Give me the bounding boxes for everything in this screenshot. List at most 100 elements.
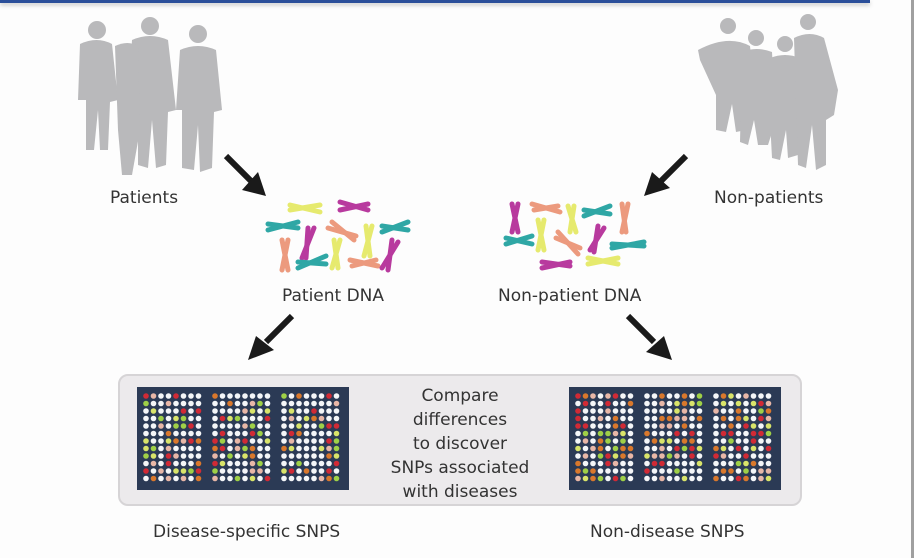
snp-dot: [582, 460, 589, 467]
snp-dot: [713, 445, 719, 452]
snp-dot: [750, 445, 757, 452]
snp-dot: [644, 445, 650, 452]
non-patients-label: Non-patients: [714, 188, 824, 208]
snp-dot: [333, 408, 340, 414]
snp-dot: [651, 468, 658, 474]
snp-dot: [257, 460, 263, 467]
right-edge-scrollbar[interactable]: [911, 0, 914, 558]
snp-dot: [326, 393, 332, 399]
snp-dot: [713, 438, 719, 444]
snp-dot: [158, 453, 164, 459]
snp-dot: [743, 408, 749, 414]
snp-dot: [743, 438, 749, 444]
snp-dot: [296, 430, 302, 437]
snp-dot: [318, 415, 325, 422]
snp-dot: [659, 430, 665, 437]
snp-dot: [227, 430, 233, 437]
snp-dot: [659, 475, 665, 482]
snp-dot: [242, 423, 248, 429]
snp-dot: [612, 460, 619, 467]
snp-dot: [143, 475, 149, 482]
snp-dot: [219, 415, 226, 422]
snp-dot: [651, 430, 658, 437]
snp-dot: [582, 438, 589, 444]
snp-dot: [150, 460, 157, 467]
snp-dot: [674, 445, 680, 452]
snp-dot: [281, 400, 287, 407]
snp-dot: [681, 438, 688, 444]
snp-dot: [296, 453, 302, 459]
snp-dot: [620, 423, 626, 429]
snp-dot: [303, 393, 310, 399]
snp-dot: [318, 475, 325, 482]
snp-dot: [750, 408, 757, 414]
snp-dot: [173, 468, 179, 474]
snp-dot: [143, 400, 149, 407]
snp-dot: [620, 393, 626, 399]
snp-dot: [165, 430, 172, 437]
snp-dot: [234, 408, 241, 414]
snp-dot: [575, 393, 581, 399]
snp-dot: [303, 475, 310, 482]
snp-dot: [765, 415, 772, 422]
snp-dot: [158, 445, 164, 452]
snp-dot: [180, 453, 187, 459]
snp-dot: [605, 460, 611, 467]
snp-dot: [158, 460, 164, 467]
snp-dot: [612, 393, 619, 399]
snp-dot: [758, 393, 764, 399]
snp-dot: [242, 460, 248, 467]
snp-dot: [582, 453, 589, 459]
snp-dot: [713, 475, 719, 482]
snp-dot: [674, 438, 680, 444]
snp-dot: [728, 475, 734, 482]
snp-dot: [612, 423, 619, 429]
snp-dot: [575, 400, 581, 407]
snp-dot: [303, 400, 310, 407]
snp-dot: [180, 393, 187, 399]
comparison-line-2: differences: [412, 410, 508, 430]
snp-dot: [651, 445, 658, 452]
snp-dot: [318, 423, 325, 429]
snp-dot: [681, 430, 688, 437]
snp-dot: [165, 408, 172, 414]
snp-dot: [627, 430, 634, 437]
snp-dot: [605, 423, 611, 429]
snp-dot: [728, 415, 734, 422]
snp-dot: [575, 438, 581, 444]
snp-dot: [234, 445, 241, 452]
snp-dot: [696, 408, 703, 414]
snp-dot: [318, 445, 325, 452]
snp-dot: [681, 408, 688, 414]
snp-dot: [674, 415, 680, 422]
snp-dot: [620, 460, 626, 467]
snp-dot: [689, 438, 695, 444]
snp-dot: [318, 438, 325, 444]
snp-dot: [681, 460, 688, 467]
snp-dot: [188, 460, 194, 467]
snp-dot: [257, 400, 263, 407]
snp-dot: [765, 453, 772, 459]
snp-dot: [333, 430, 340, 437]
snp-dot: [150, 475, 157, 482]
snp-dot: [303, 438, 310, 444]
snp-dot: [234, 468, 241, 474]
comparison-line-3: to discover: [412, 434, 508, 454]
top-accent-bar: [0, 0, 870, 3]
snp-dot: [242, 430, 248, 437]
snp-dot: [659, 453, 665, 459]
snp-dot: [735, 460, 742, 467]
snp-dot: [590, 393, 596, 399]
snp-dot: [681, 475, 688, 482]
snp-dot: [212, 408, 218, 414]
snp-dot: [674, 468, 680, 474]
snp-dot: [234, 438, 241, 444]
snp-dot: [720, 445, 727, 452]
snp-dot: [257, 430, 263, 437]
snp-dot: [590, 468, 596, 474]
snp-dot: [590, 453, 596, 459]
snp-dot: [605, 415, 611, 422]
snp-dot: [689, 468, 695, 474]
snp-dot: [281, 475, 287, 482]
snp-dot: [689, 445, 695, 452]
